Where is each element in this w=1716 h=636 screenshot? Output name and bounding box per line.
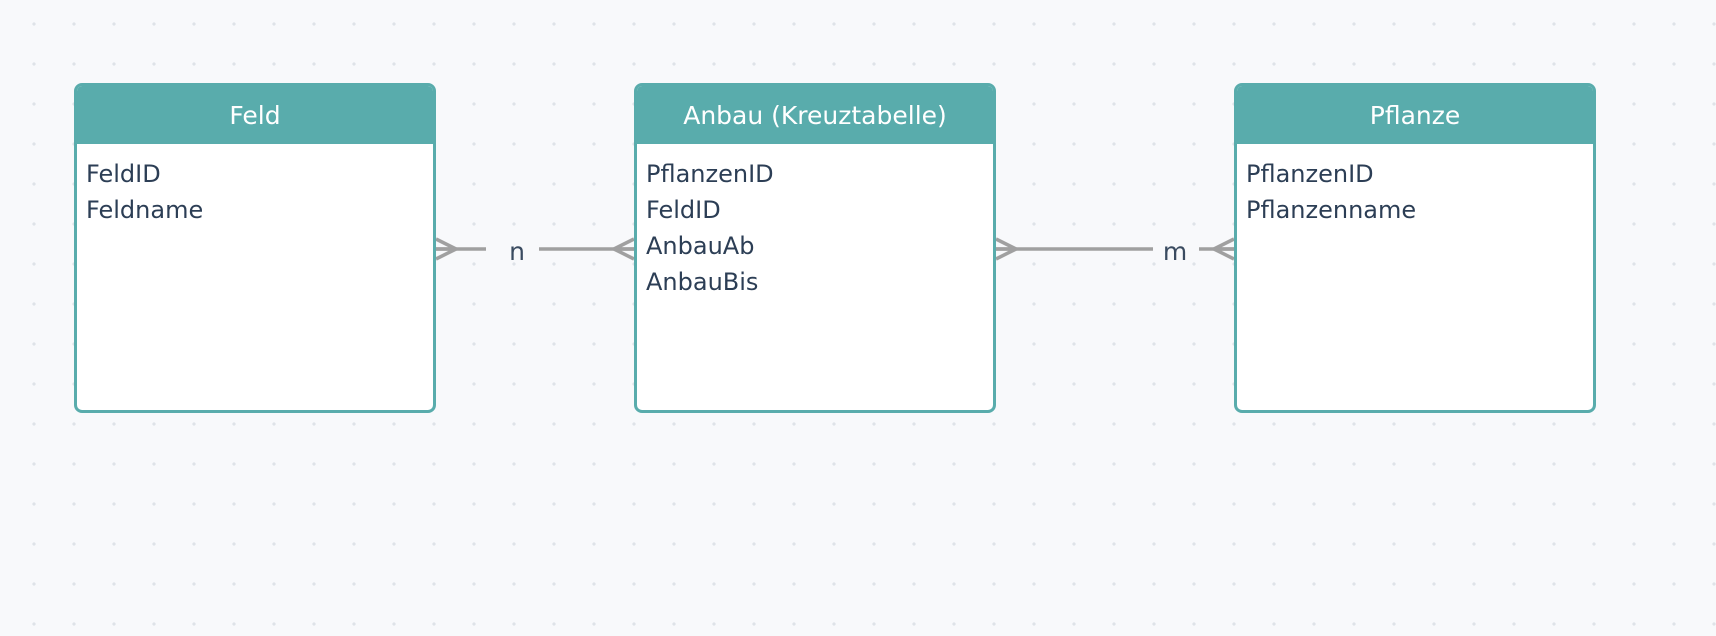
- entity-anbau[interactable]: Anbau (Kreuztabelle) PflanzenID FeldID A…: [634, 83, 996, 413]
- attribute-field[interactable]: PflanzenID: [1246, 160, 1374, 188]
- attribute-field[interactable]: AnbauAb: [646, 232, 755, 260]
- crowfoot-many-icon: [613, 237, 635, 261]
- attribute-list: FeldID Feldname: [77, 144, 433, 228]
- crowfoot-many-icon: [435, 237, 457, 261]
- entity-title[interactable]: Feld: [77, 86, 433, 144]
- attribute-field[interactable]: Pflanzenname: [1246, 196, 1417, 224]
- entity-title[interactable]: Anbau (Kreuztabelle): [637, 86, 993, 144]
- attribute-field[interactable]: AnbauBis: [646, 268, 759, 296]
- attribute-field[interactable]: FeldID: [646, 196, 721, 224]
- attribute-list: PflanzenID Pflanzenname: [1237, 144, 1593, 228]
- crowfoot-many-icon: [995, 237, 1017, 261]
- attribute-field[interactable]: PflanzenID: [646, 160, 774, 188]
- crowfoot-many-icon: [1213, 237, 1235, 261]
- entity-title[interactable]: Pflanze: [1237, 86, 1593, 144]
- cardinality-label-n: n: [509, 237, 525, 266]
- attribute-list: PflanzenID FeldID AnbauAb AnbauBis: [637, 144, 993, 300]
- attribute-field[interactable]: FeldID: [86, 160, 161, 188]
- cardinality-label-m: m: [1162, 237, 1188, 266]
- attribute-field[interactable]: Feldname: [86, 196, 204, 224]
- entity-pflanze[interactable]: Pflanze PflanzenID Pflanzenname: [1234, 83, 1596, 413]
- entity-feld[interactable]: Feld FeldID Feldname: [74, 83, 436, 413]
